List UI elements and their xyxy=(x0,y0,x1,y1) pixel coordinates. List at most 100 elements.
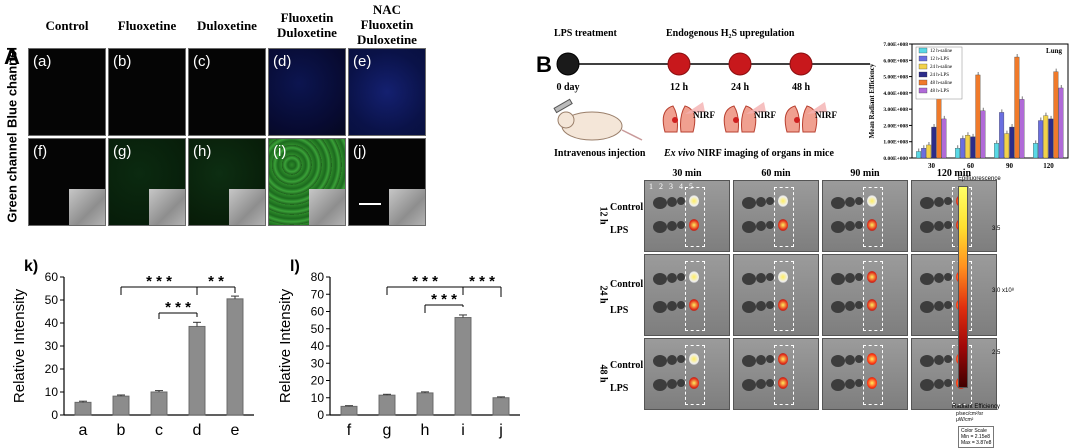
syringe xyxy=(553,98,573,114)
organ xyxy=(920,196,934,209)
tile-green-g: (g) xyxy=(108,138,186,226)
bar-90-3 xyxy=(1004,133,1010,159)
organ xyxy=(855,379,863,388)
lung-signal-3 xyxy=(794,117,800,123)
nirf-beam-3 xyxy=(807,102,827,114)
organ xyxy=(831,300,845,313)
bar-90-6 xyxy=(1019,99,1025,159)
tile-label: (f) xyxy=(33,143,48,160)
sub-row-control-1: Control xyxy=(610,201,644,213)
caption-injection: Intravenous injection xyxy=(554,148,646,159)
timepoint-label-4: 48 h xyxy=(792,82,811,93)
y-tick-label: 60 xyxy=(45,270,59,284)
brightfield-inset xyxy=(309,189,345,225)
organ-cell-3-4 xyxy=(911,338,997,410)
organ xyxy=(855,221,863,230)
organ xyxy=(831,273,845,286)
organ xyxy=(756,379,766,390)
organ xyxy=(855,354,863,363)
brightfield-inset xyxy=(229,189,265,225)
organ xyxy=(920,221,934,234)
organ xyxy=(742,379,756,392)
x-tick-label: f xyxy=(347,422,352,439)
lung-signal xyxy=(867,194,877,207)
x-tick-label: 60 xyxy=(967,162,975,170)
lung-signal xyxy=(778,271,788,284)
scale-units: p/sec/cm²/sr μW/cm² xyxy=(956,411,984,423)
scale-exp: x10⁸ xyxy=(1002,288,1015,294)
y-axis-label: Mean Radiant Efficiency xyxy=(868,63,876,138)
time-header-3: 90 min xyxy=(850,168,880,179)
organ xyxy=(855,273,863,282)
organ xyxy=(667,196,677,207)
panel-b-letter: B xyxy=(536,52,552,77)
tile-blue-c: (c) xyxy=(188,48,266,136)
organ xyxy=(766,196,774,205)
bar-120-6 xyxy=(1058,87,1064,159)
y-tick-label: 20 xyxy=(311,374,325,388)
bar-h xyxy=(416,392,434,416)
lung-signal xyxy=(689,219,699,232)
organ xyxy=(845,379,855,390)
organ xyxy=(944,273,952,282)
organ-cell-3-1 xyxy=(644,338,730,410)
organ xyxy=(677,196,685,205)
y-tick-label: 10 xyxy=(311,391,325,405)
sig-stars: * * * xyxy=(412,273,438,290)
bar-d xyxy=(188,325,206,416)
legend-swatch-2 xyxy=(918,55,928,62)
lung-signal xyxy=(867,271,877,284)
organ-cell-1-4 xyxy=(911,180,997,252)
timepoint-4 xyxy=(789,52,813,76)
time-header-2: 60 min xyxy=(761,168,791,179)
bar-30-4 xyxy=(931,126,937,159)
x-tick-label: h xyxy=(421,422,430,439)
organ xyxy=(667,300,677,311)
organ-cell-2-1 xyxy=(644,254,730,336)
column-header-5: NAC Fluoxetin Duloxetine xyxy=(357,2,417,47)
bar-60-6 xyxy=(980,110,986,159)
bar-120-3 xyxy=(1043,115,1049,159)
sub-row-lps-3: LPS xyxy=(610,382,629,394)
organ xyxy=(756,273,766,284)
panel-label: l) xyxy=(290,258,300,275)
y-tick-label: 80 xyxy=(311,270,325,284)
sub-row-control-2: Control xyxy=(610,278,644,290)
bar-120-1 xyxy=(1033,143,1039,159)
bar-120-5 xyxy=(1053,71,1059,159)
y-tick-label: 1.00E+008 xyxy=(883,140,908,146)
organ xyxy=(831,221,845,234)
x-tick-label: g xyxy=(383,422,392,439)
organ-cell-1-1: 1 2 3 4 5 xyxy=(644,180,730,252)
organ-cell-3-3 xyxy=(822,338,908,410)
organ xyxy=(742,273,756,286)
bar-120-2 xyxy=(1038,120,1044,159)
bar-j xyxy=(492,397,510,416)
organ xyxy=(766,221,774,230)
nirf-label-3: NIRF xyxy=(815,110,838,120)
x-tick-label: b xyxy=(117,422,126,439)
bar-30-1 xyxy=(916,151,922,159)
organ xyxy=(653,273,667,286)
tile-blue-b: (b) xyxy=(108,48,186,136)
organ xyxy=(766,300,774,309)
organ xyxy=(677,221,685,230)
organ xyxy=(920,273,934,286)
organ-cell-2-3 xyxy=(822,254,908,336)
time-header-4: 120 min xyxy=(936,168,972,179)
organ xyxy=(677,354,685,363)
timepoint-label-1: 0 day xyxy=(556,82,579,93)
organ xyxy=(653,300,667,313)
bar-120-4 xyxy=(1048,118,1054,159)
tile-green-h: (h) xyxy=(188,138,266,226)
panel-label: k) xyxy=(24,258,38,275)
y-tick-label: 60 xyxy=(311,305,325,319)
lung-signal xyxy=(689,298,699,311)
organ xyxy=(766,273,774,282)
organ xyxy=(742,196,756,209)
lung-left-1 xyxy=(662,105,678,133)
column-header-2: Fluoxetine xyxy=(117,18,177,33)
